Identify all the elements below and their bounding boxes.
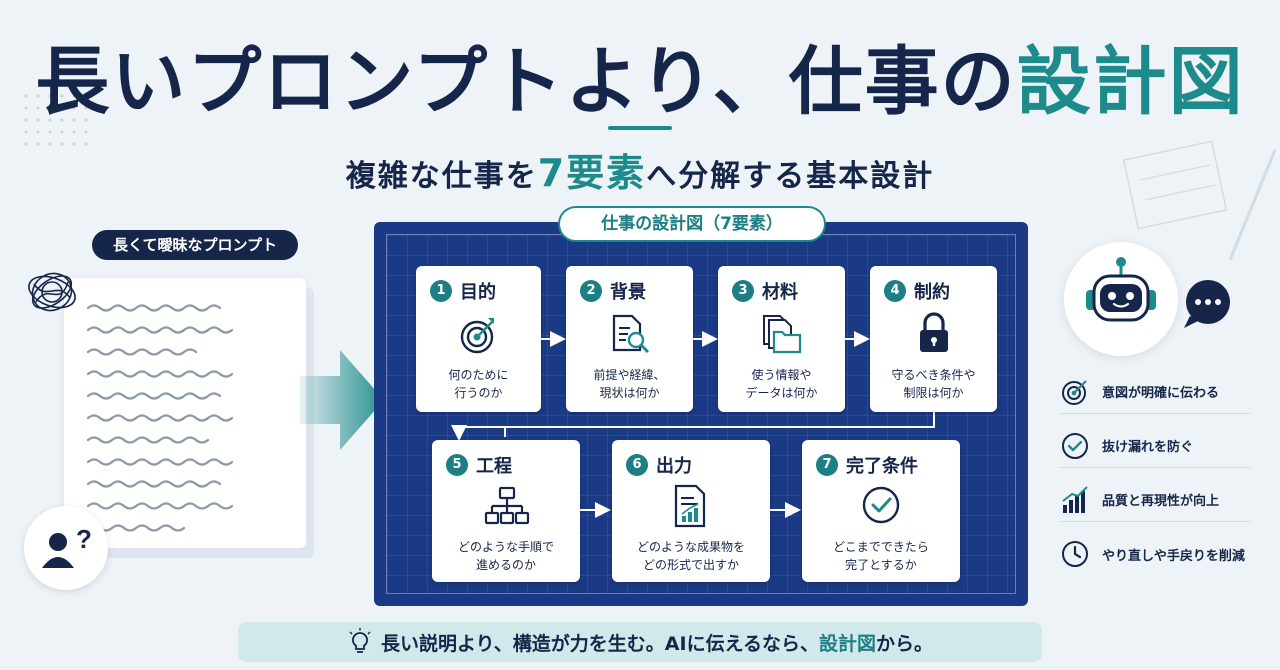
confused-user-avatar: ? — [24, 506, 108, 590]
ai-robot-avatar — [1064, 242, 1178, 356]
page-subtitle: 複雑な仕事を7要素へ分解する基本設計 — [0, 142, 1280, 197]
benefit-item: やり直しや手戻りを削減 — [1060, 532, 1250, 576]
element-card-background: 2 背景 前提や経緯、現状は何か — [566, 266, 693, 412]
card-title: 材料 — [762, 282, 798, 303]
card-number: 3 — [732, 280, 754, 302]
card-description: 守るべき条件や制限は何か — [891, 368, 976, 400]
lightbulb-icon — [349, 628, 371, 653]
target-icon — [460, 318, 494, 354]
element-card-constraints: 4 制約 守るべき条件や制限は何か — [870, 266, 997, 412]
target-icon — [1062, 379, 1087, 405]
card-number: 5 — [446, 454, 468, 476]
benefit-text: 抜け漏れを防ぐ — [1102, 440, 1194, 455]
card-number: 2 — [580, 280, 602, 302]
messy-prompt-document — [64, 278, 306, 548]
card-title: 出力 — [656, 456, 692, 477]
flowchart-icon — [484, 486, 530, 525]
card-description: どのような成果物をどの形式で出すか — [636, 540, 745, 572]
card-description: 前提や経緯、現状は何か — [593, 368, 666, 400]
card-number: 1 — [430, 280, 452, 302]
card-description: 何のために行うのか — [448, 368, 509, 400]
title-accent: 設計図 — [1016, 39, 1245, 125]
title-main: 長いプロンプトより、仕事の — [35, 39, 1017, 125]
check-circle-icon — [1062, 432, 1088, 459]
subtitle-accent: 7要素 — [537, 151, 647, 195]
check-circle-icon — [862, 486, 900, 524]
clock-icon — [1062, 541, 1088, 567]
card-title: 完了条件 — [846, 456, 918, 477]
chat-bubble-icon — [1184, 280, 1230, 328]
messy-prompt-label: 長くて曖昧なプロンプト — [92, 230, 298, 260]
files-folder-icon — [763, 315, 802, 354]
card-title: 工程 — [476, 456, 512, 477]
scribble-lines — [86, 304, 234, 532]
card-description: どのような手順で進めるのか — [457, 540, 554, 572]
benefit-text: 意図が明確に伝わる — [1102, 386, 1220, 401]
card-number: 6 — [626, 454, 648, 476]
card-number: 7 — [816, 454, 838, 476]
bar-chart-icon — [1062, 485, 1088, 513]
benefit-text: やり直しや手戻りを削減 — [1102, 548, 1245, 564]
page-title: 長いプロンプトより、仕事の設計図 — [0, 22, 1280, 129]
element-card-materials: 3 材料 使う情報やデータは何か — [718, 266, 845, 412]
transform-arrow — [300, 350, 384, 450]
benefit-text: 品質と再現性が向上 — [1102, 494, 1220, 509]
benefit-item: 抜け漏れを防ぐ — [1060, 424, 1250, 468]
background-dots — [20, 90, 90, 150]
card-description: どこまでできたら完了とするか — [833, 540, 929, 572]
card-description: 使う情報やデータは何か — [745, 368, 818, 400]
title-divider — [608, 126, 672, 130]
robot-icon — [1086, 257, 1156, 322]
card-title: 制約 — [914, 282, 950, 303]
background-sketch — [1122, 140, 1277, 261]
board-title-badge: 仕事の設計図（7要素） — [558, 206, 826, 242]
footer-text: 長い説明より、構造が力を生む。AIに伝えるなら、設計図から。 — [380, 632, 934, 655]
user-question-icon: ? — [42, 524, 92, 568]
benefit-item: 意図が明確に伝わる — [1060, 370, 1250, 414]
card-title: 背景 — [610, 282, 646, 303]
element-card-output: 6 出力 どのような成果物をどの形式で出すか — [612, 440, 770, 582]
footer-message-bar: 長い説明より、構造が力を生む。AIに伝えるなら、設計図から。 — [238, 622, 1042, 662]
card-number: 4 — [884, 280, 906, 302]
element-card-purpose: 1 目的 何のために行うのか — [416, 266, 541, 412]
element-card-process: 5 工程 どのような手順で進めるのか — [432, 440, 580, 582]
subtitle-after: へ分解する基本設計 — [646, 159, 935, 194]
document-search-icon — [612, 314, 650, 354]
card-title: 目的 — [460, 282, 496, 303]
lock-icon — [920, 312, 948, 352]
element-card-completion: 7 完了条件 どこまでできたら完了とするか — [802, 440, 960, 582]
benefit-item: 品質と再現性が向上 — [1060, 478, 1250, 522]
subtitle-before: 複雑な仕事を — [345, 159, 538, 194]
tangle-icon — [28, 272, 76, 312]
report-icon — [674, 484, 706, 528]
svg-text:?: ? — [76, 524, 92, 554]
